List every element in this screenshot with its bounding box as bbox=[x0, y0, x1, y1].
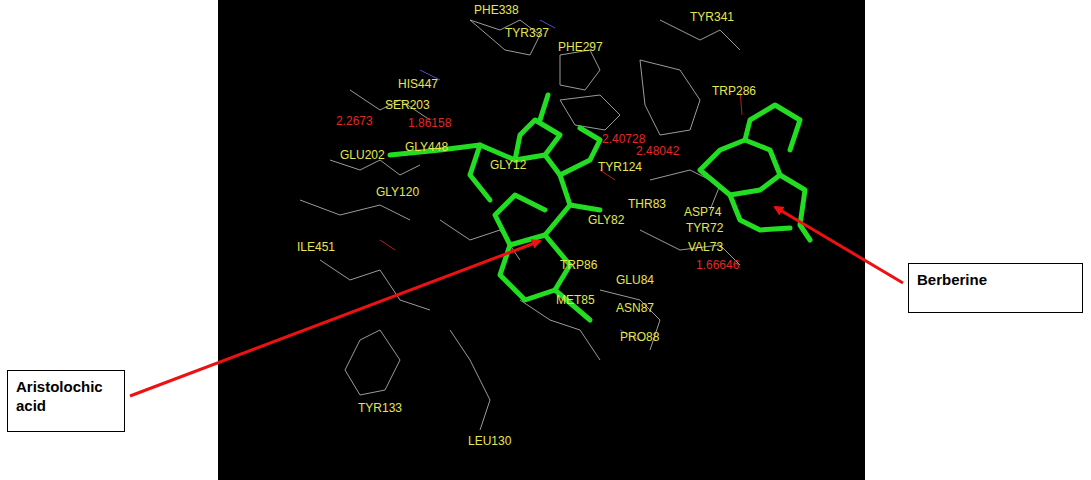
residue-name: GLY448 bbox=[405, 140, 448, 154]
berberine-molecule bbox=[700, 105, 810, 240]
residue-name: TRP286 bbox=[712, 84, 756, 98]
residue-name: MET85 bbox=[556, 293, 595, 307]
residue-wireframe bbox=[300, 20, 740, 430]
bond-lines bbox=[380, 90, 742, 250]
residue-name: PRO88 bbox=[620, 330, 659, 344]
callout-box: Aristolochic acid bbox=[7, 370, 125, 432]
distance-value: 1.86158 bbox=[408, 116, 451, 130]
residue-name: ASN87 bbox=[616, 301, 654, 315]
residue-name: GLY12 bbox=[490, 158, 526, 172]
residue-name: GLY120 bbox=[376, 185, 419, 199]
residue-name: GLU202 bbox=[340, 148, 385, 162]
residue-name: TYR72 bbox=[686, 221, 723, 235]
callout-box: Berberine bbox=[908, 263, 1083, 313]
leader-arrows bbox=[130, 207, 903, 396]
residue-name: TYR341 bbox=[690, 10, 734, 24]
residue-name: TYR124 bbox=[598, 160, 642, 174]
residue-name: TYR337 bbox=[505, 26, 549, 40]
callout-text: Aristolochic acid bbox=[16, 377, 116, 415]
distance-value: 1.66646 bbox=[696, 258, 739, 272]
distance-value: 2.2673 bbox=[336, 114, 373, 128]
distance-value: 2.40728 bbox=[602, 132, 645, 146]
residue-name: ASP74 bbox=[684, 205, 721, 219]
residue-name: TRP86 bbox=[560, 258, 597, 272]
residue-name: SER203 bbox=[385, 98, 430, 112]
residue-name: THR83 bbox=[628, 197, 666, 211]
distance-value: 2.48042 bbox=[636, 144, 679, 158]
residue-name: VAL73 bbox=[688, 240, 723, 254]
residue-name: TYR133 bbox=[358, 401, 402, 415]
residue-name: PHE338 bbox=[474, 3, 519, 17]
residue-name: GLY82 bbox=[588, 213, 624, 227]
residue-name: ILE451 bbox=[297, 240, 335, 254]
callout-text: Berberine bbox=[917, 270, 1074, 289]
residue-name: HIS447 bbox=[398, 77, 438, 91]
residue-name: PHE297 bbox=[558, 40, 603, 54]
nitrogen-lines bbox=[420, 20, 640, 340]
residue-name: LEU130 bbox=[468, 434, 511, 448]
residue-name: GLU84 bbox=[616, 273, 654, 287]
